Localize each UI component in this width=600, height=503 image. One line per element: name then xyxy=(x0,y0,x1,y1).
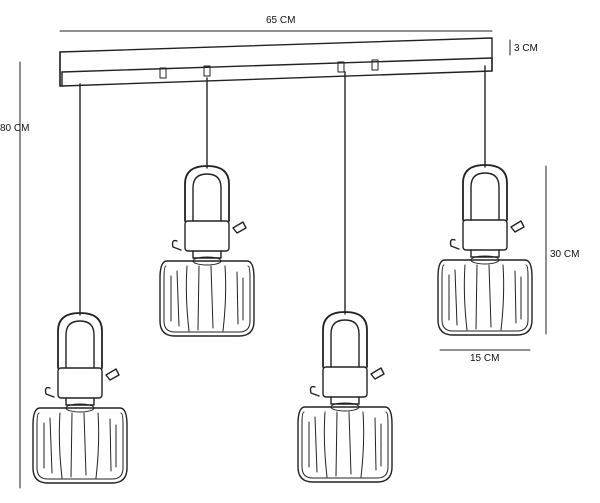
ceiling-canopy xyxy=(59,37,493,87)
lamp-right xyxy=(437,164,533,336)
canopy-height-dimension: 3 CM xyxy=(509,39,538,56)
shade-height-dimension: 30 CM xyxy=(545,165,579,335)
pendant-cords xyxy=(79,65,486,316)
width-label: 65 CM xyxy=(266,15,295,26)
total-height-dimension: 80 CM xyxy=(0,61,29,489)
shade-width-label: 15 CM xyxy=(470,353,499,364)
total-height-label: 80 CM xyxy=(0,123,29,134)
lamp-left xyxy=(32,312,128,484)
shade-width-dimension: 15 CM xyxy=(439,349,531,364)
lamp-right-center xyxy=(297,311,393,483)
shade-height-label: 30 CM xyxy=(550,249,579,260)
lamp-left-center xyxy=(159,165,255,337)
canopy-height-label: 3 CM xyxy=(514,43,538,54)
width-dimension: 65 CM xyxy=(59,15,493,32)
